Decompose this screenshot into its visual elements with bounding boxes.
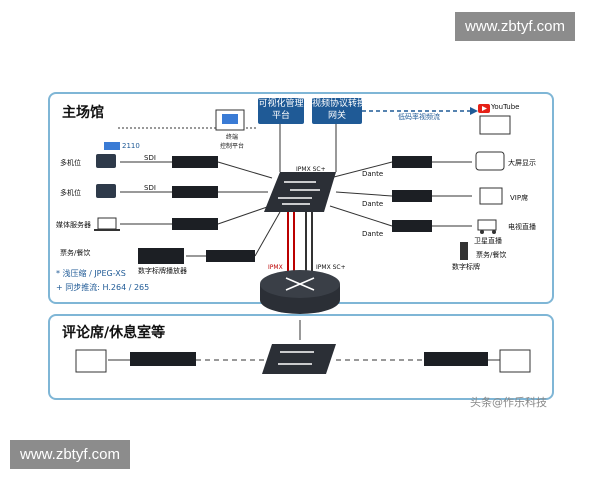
tv-broadcast-label: 电视直播 [508,223,536,231]
ipmx-3-label: IPMX SC+ [316,264,346,271]
youtube-label: YouTube [491,103,520,111]
dante-3-label: Dante [362,230,384,238]
protocol-gateway-box: 视频协议转换 网关 [312,98,366,124]
legend-line-1: * 浅压缩 / JPEG-XS [56,269,126,278]
admin-label: 票务/餐饮 [60,249,91,257]
ipmx-2-label: IPMX [268,264,283,271]
dante-1-label: Dante [362,170,384,178]
dante-2-label: Dante [362,200,384,208]
digital-signage-label: 数字标牌 [452,263,480,271]
dining-label: 票务/餐饮 [476,251,507,259]
media-server-label: 媒体服务器 [56,221,91,229]
sdi-1-label: SDI [144,154,156,162]
st2110-label: 2110 [122,142,140,150]
camera-1-label: 多机位 [60,159,81,167]
watermark-top: www.zbtyf.com [455,12,576,41]
vip-label: VIP席 [510,194,529,202]
big-screen-label: 大屏显示 [508,159,536,167]
ipmx-1-label: IPMX SC+ [296,166,326,173]
main-venue-title: 主场馆 [62,105,104,121]
commentary-title: 评论席/休息室等 [62,325,166,341]
satellite-label: 卫星直播 [474,237,502,245]
watermark-bottom: www.zbtyf.com [10,440,131,469]
camera-2-label: 多机位 [60,189,81,197]
visual-management-platform-box: 可视化管理 平台 [258,98,304,124]
tablet-caption: 终端 控制平台 [220,134,245,150]
player-caption: 数字标牌播放器 [138,267,187,275]
low-bitrate-stream-label: 低码率视频流 [398,113,440,121]
legend-line-2: + 同步推流: H.264 / 265 [56,283,150,292]
sdi-2-label: SDI [144,184,156,192]
source-watermark: 头条@作乐科技 [470,396,547,409]
